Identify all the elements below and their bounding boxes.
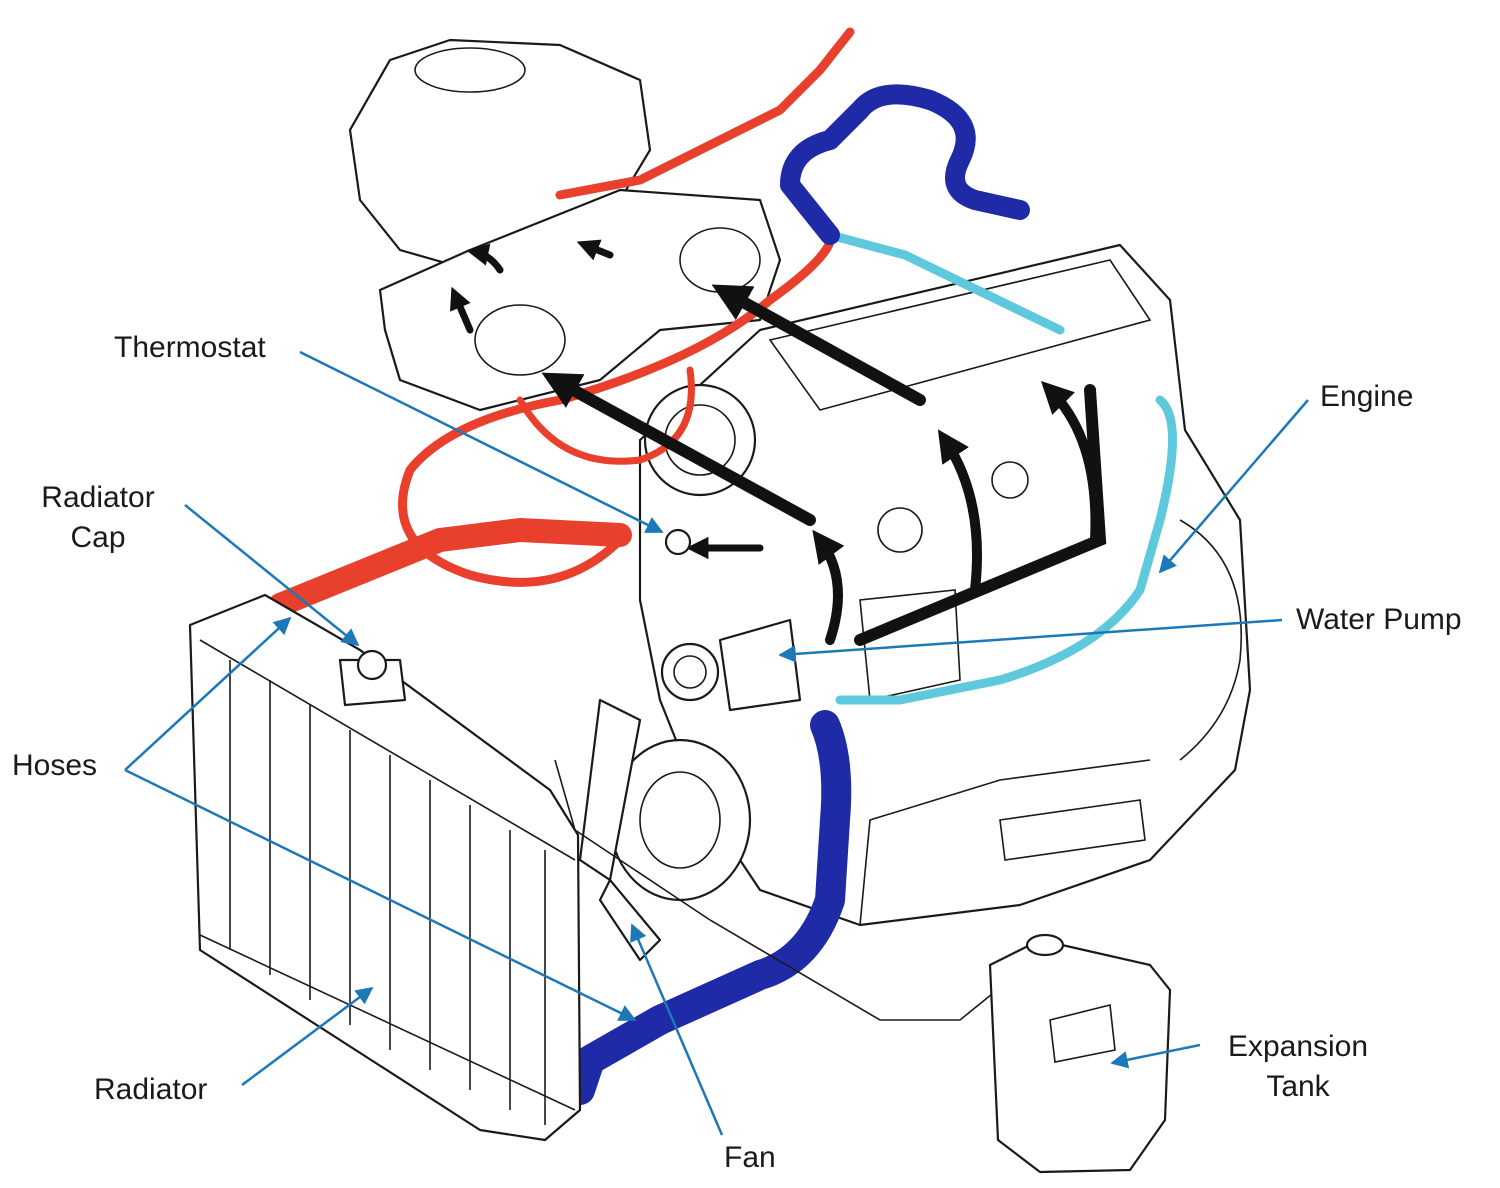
label-expansion-tank-line1: Expansion	[1227, 1030, 1369, 1063]
label-hoses: Hoses	[12, 749, 98, 782]
fan-assembly	[578, 698, 752, 962]
label-radiator-cap-line2: Cap	[70, 521, 126, 554]
radiator-body	[188, 593, 582, 1142]
hot-hose	[268, 27, 855, 617]
label-water-pump: Water Pump	[1296, 603, 1462, 636]
cold-hose	[565, 84, 1030, 1105]
leader-radiator-cap	[184, 504, 360, 647]
leader-expansion-tank	[1110, 1043, 1201, 1069]
label-expansion-tank-line2: Tank	[1266, 1070, 1330, 1103]
overflow-hose	[554, 759, 1041, 1021]
thermostat-housing	[664, 528, 692, 556]
label-fan: Fan	[724, 1141, 776, 1174]
label-engine: Engine	[1320, 380, 1414, 413]
leader-thermostat	[299, 350, 664, 534]
label-radiator-cap-line1: Radiator	[41, 481, 155, 514]
label-expansion-tank: Expansion Tank	[1208, 1027, 1388, 1107]
leader-hoses-upper	[124, 616, 292, 771]
leader-fan	[630, 923, 724, 1136]
leader-water-pump	[778, 618, 1283, 663]
label-radiator: Radiator	[94, 1073, 208, 1106]
water-pump	[660, 618, 802, 712]
return-line	[825, 230, 1177, 705]
flow-arrows	[449, 239, 1107, 646]
expansion-tank	[988, 933, 1172, 1174]
leader-lines	[124, 350, 1309, 1136]
leader-radiator	[241, 986, 374, 1087]
intake-manifold	[348, 38, 782, 497]
label-thermostat: Thermostat	[114, 331, 266, 364]
label-radiator-cap: Radiator Cap	[28, 478, 168, 558]
leader-engine	[1158, 399, 1309, 574]
leader-hoses-lower	[124, 768, 637, 1022]
